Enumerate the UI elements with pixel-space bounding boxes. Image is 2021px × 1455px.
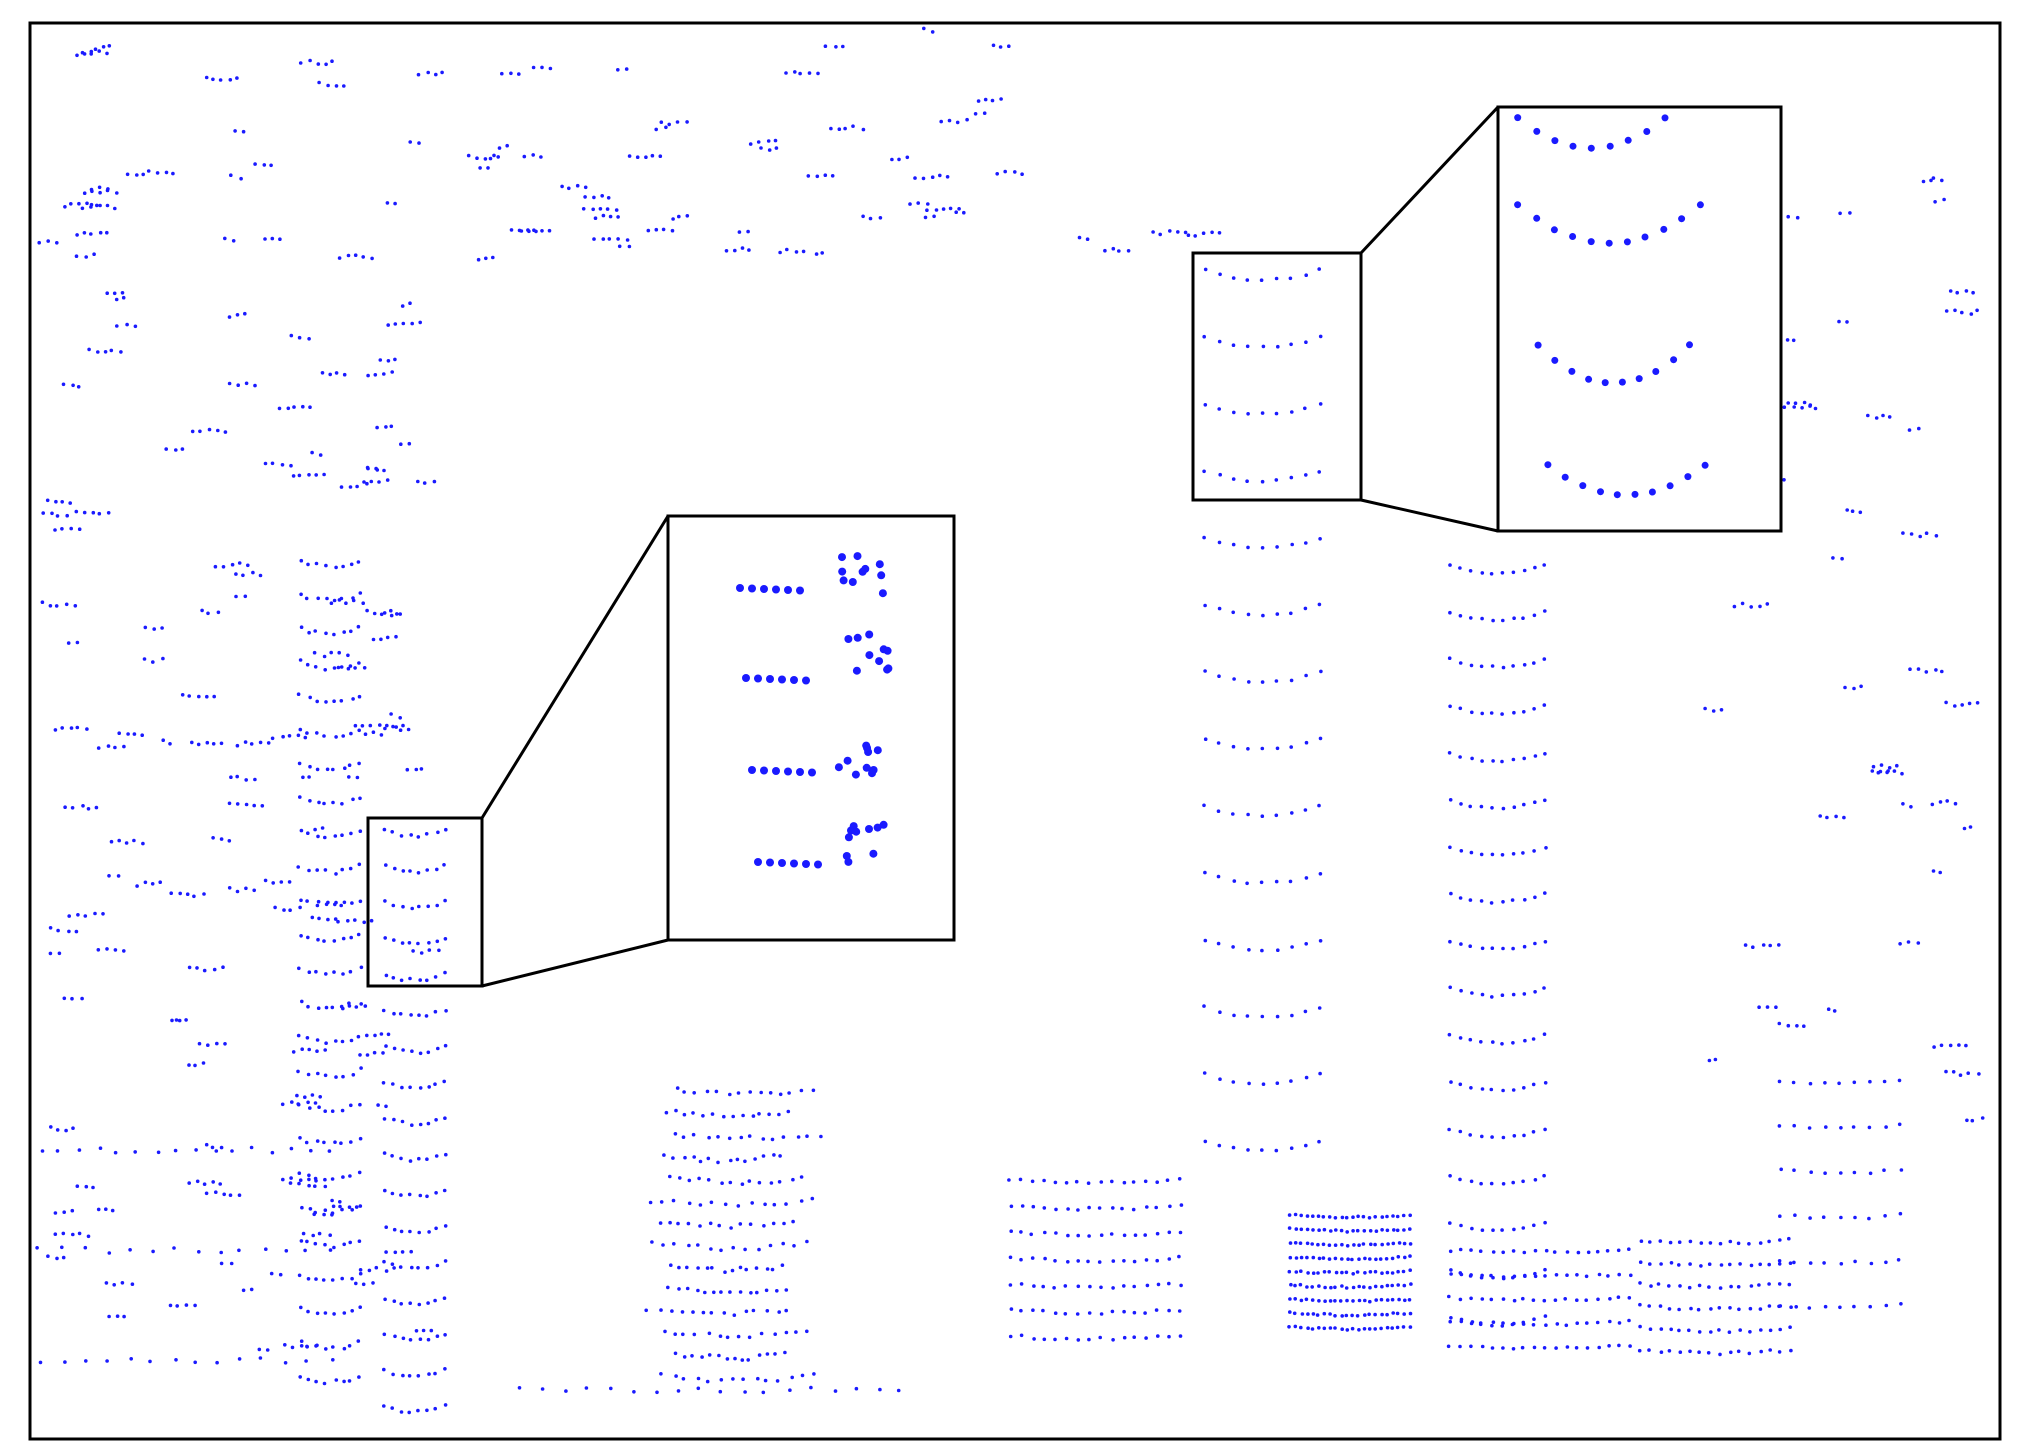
left-source-box	[366, 816, 484, 988]
left-inset-frame	[666, 514, 956, 942]
right-connector-bottom	[1360, 498, 1499, 533]
left-connector-bottom	[481, 938, 669, 988]
figure-frame	[28, 21, 2002, 1441]
right-source-box	[1191, 251, 1363, 502]
right-connector-top	[1359, 105, 1500, 255]
left-zoom-inset	[666, 514, 956, 942]
zoom-overlays	[28, 21, 2002, 1441]
point-cloud	[35, 26, 1985, 1415]
right-inset-frame	[1496, 105, 1783, 533]
left-connector-top	[480, 515, 670, 819]
right-zoom-inset	[1496, 105, 1783, 533]
